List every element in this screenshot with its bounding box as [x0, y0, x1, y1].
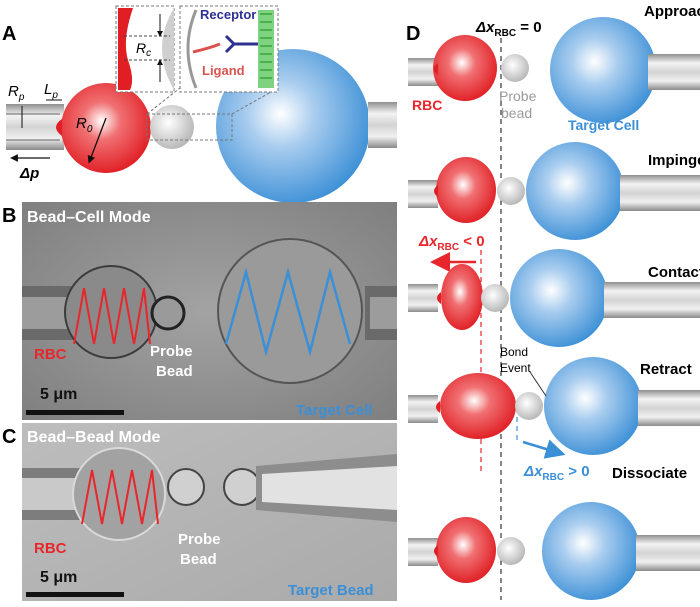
scale-label-c: 5 μm: [40, 569, 77, 586]
r0-label: R0: [76, 115, 93, 135]
target-label-b: Target Cell: [296, 402, 372, 419]
stage-contact: [408, 249, 700, 347]
inset-contact: [115, 5, 175, 93]
rp-label: Rp: [8, 83, 25, 103]
panel-d-letter: D: [406, 23, 420, 45]
stage-dissociate: [408, 502, 700, 600]
rbc-tongue: [56, 119, 62, 136]
target-cell-b: [217, 238, 363, 384]
target-label-d: Target Cell: [568, 117, 639, 133]
ligand-label: Ligand: [202, 63, 245, 78]
stage-impinge: [408, 142, 700, 240]
probe-label-c-2: Bead: [180, 551, 217, 568]
probe-bead-c: [167, 468, 205, 506]
stage-label-contact: Contact: [648, 264, 700, 281]
rbc-c: [72, 447, 166, 541]
rbc-label-c: RBC: [34, 540, 67, 557]
target-bead-c: [223, 468, 261, 506]
rc-label: Rc: [136, 40, 151, 59]
zoom-line-l: [146, 87, 181, 115]
probe-label-c-1: Probe: [178, 531, 221, 548]
panel-b: B Bead–Cell Mode RBC Probe Bead 5 μm Tar…: [2, 202, 397, 420]
dxpos-arrow: [522, 439, 566, 459]
zoom-line-r: [231, 87, 279, 115]
stage-label-dissociate: Dissociate: [612, 465, 687, 482]
panel-d: D ΔxRBC = 0 RBC Probe bead Target Cell A…: [406, 3, 700, 600]
right-pipette: [368, 102, 397, 148]
probe-bead-b: [150, 295, 186, 331]
panel-c: C Bead–Bead Mode RBC Probe Bead 5 μm Tar…: [2, 423, 397, 601]
rbc-spring-c: [81, 469, 159, 525]
scale-label-b: 5 μm: [40, 386, 77, 403]
zoom-box: [146, 113, 233, 141]
cell-spring-b: [224, 267, 352, 357]
panel-b-letter: B: [2, 205, 16, 227]
panel-a: A: [2, 5, 397, 203]
probe-bead-a: [150, 105, 194, 149]
stage-label-approach: Approach: [644, 3, 700, 20]
lp-label: Lp: [44, 81, 58, 101]
stage-label-impinge: Impinge: [648, 152, 700, 169]
probe-label-b-2: Bead: [156, 363, 193, 380]
panel-b-title: Bead–Cell Mode: [27, 209, 151, 226]
probe-label-b-1: Probe: [150, 343, 193, 360]
panel-a-letter: A: [2, 23, 16, 45]
left-pipette: [6, 104, 64, 150]
dxneg-label: ΔxRBC < 0: [418, 233, 485, 253]
inset-molecular: [179, 5, 279, 93]
stage-label-retract: Retract: [640, 361, 692, 378]
dp-label: Δp: [19, 165, 39, 182]
target-label-c: Target Bead: [288, 582, 374, 599]
panel-c-letter: C: [2, 426, 16, 448]
bond-pointer: [529, 371, 547, 397]
scale-bar-c: [26, 592, 124, 597]
stage-approach: [408, 17, 700, 123]
scale-bar-b: [26, 410, 124, 415]
rbc-label-b: RBC: [34, 346, 67, 363]
stage-retract: [408, 357, 700, 455]
dxpos-label: ΔxRBC > 0: [523, 463, 590, 483]
probe-label-d-1: Probe: [499, 88, 537, 104]
panel-c-title: Bead–Bead Mode: [27, 429, 160, 446]
receptor-label: Receptor: [200, 7, 256, 22]
dx0-label: ΔxRBC = 0: [475, 19, 542, 39]
rbc-spring-b: [73, 287, 151, 345]
rbc-label-d: RBC: [412, 97, 442, 113]
bond-label-1: Bond: [500, 345, 528, 359]
probe-label-d-2: bead: [501, 105, 532, 121]
bond-label-2: Event: [500, 361, 531, 375]
rbc-sphere: [61, 83, 151, 173]
r0-arrow: [87, 117, 107, 164]
